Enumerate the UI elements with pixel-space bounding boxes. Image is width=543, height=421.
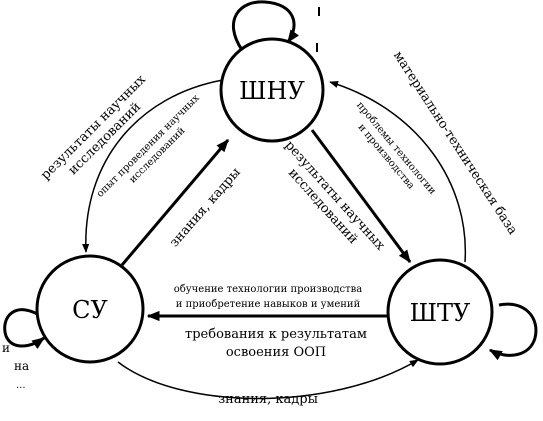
node-top-label: ШНУ xyxy=(239,77,305,105)
label-top-right-1: результаты научных xyxy=(282,138,388,254)
node-right-label: ШТУ xyxy=(410,299,471,327)
self-loop-left xyxy=(3,308,46,350)
fragment-left-b: на xyxy=(14,359,29,373)
node-left-circle xyxy=(35,254,145,364)
node-left-label: СУ xyxy=(72,296,108,324)
edge-left-to-top xyxy=(120,139,230,266)
arc-left-to-right-bottom xyxy=(117,359,419,400)
label-left-right-lower-1: требования к результатам xyxy=(185,327,367,342)
fragment-left-c: ... xyxy=(16,380,26,391)
self-loop-top xyxy=(231,0,299,51)
edge-top-to-right xyxy=(310,129,412,264)
label-left-top: знания, кадры xyxy=(167,165,244,250)
label-right-left-upper-2: и приобретение навыков и умений xyxy=(176,299,361,310)
node-top-circle xyxy=(219,37,325,143)
label-bottom: знания, кадры xyxy=(218,392,318,407)
label-left-right-lower-2: освоения ООП xyxy=(226,345,326,360)
node-right-circle xyxy=(386,258,494,366)
arc-top-to-left-outer xyxy=(82,79,224,253)
label-outer-right-top: материально-техническая база xyxy=(390,49,520,238)
label-right-left-upper-1: обучение технологии производства xyxy=(174,284,363,295)
fragment-left-a: и xyxy=(2,341,10,355)
arc-right-to-top-outer xyxy=(329,80,467,263)
self-loop-right xyxy=(488,302,538,361)
